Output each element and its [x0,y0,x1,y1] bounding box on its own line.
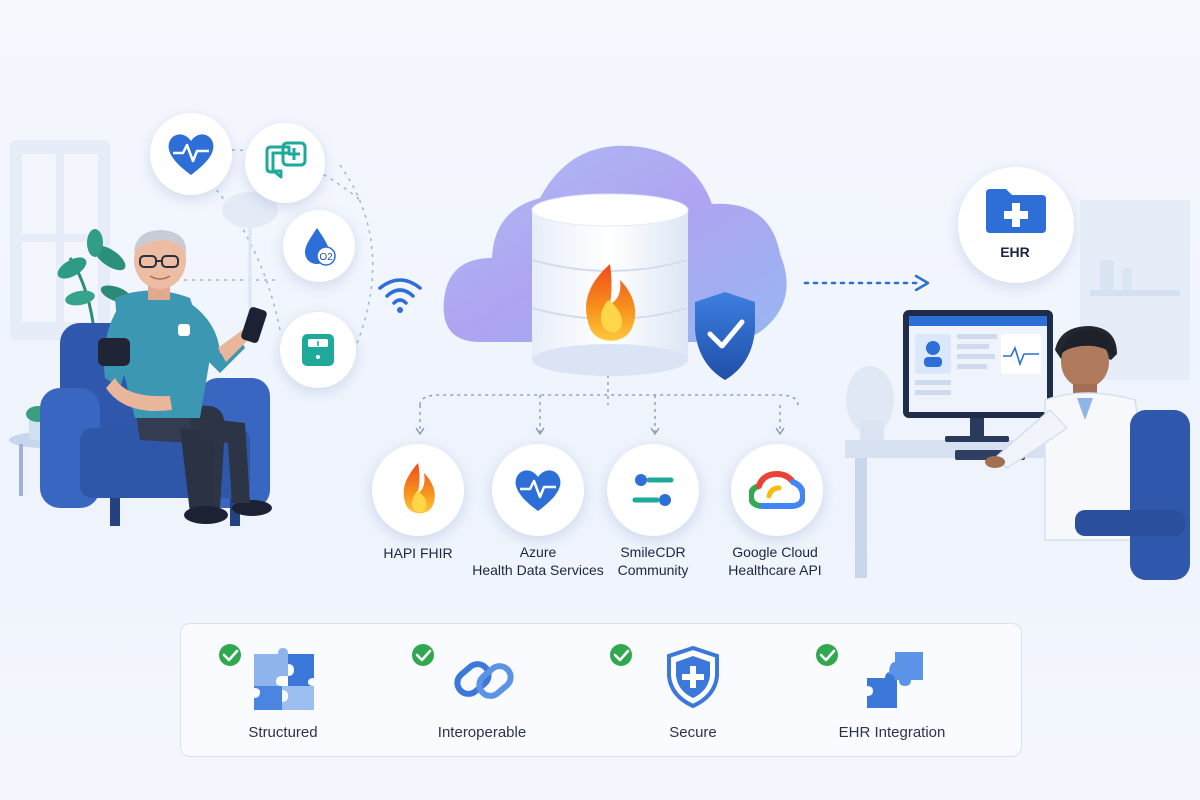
telehealth-chat-icon [245,123,325,203]
oxygen-saturation-icon: O2 [283,210,355,282]
heart-rate-icon [150,113,232,195]
puzzle-pieces-icon [254,648,314,710]
feature-label-secure: Secure [669,724,717,741]
google-cloud-healthcare-api-label: Google Cloud Healthcare API [690,543,860,579]
hapi-fhir-label: HAPI FHIR [333,544,503,562]
azure-label-line-1: Azure [519,544,557,560]
feature-label-structured: Structured [248,724,318,741]
doctor-workstation-illustration [845,310,1190,580]
patient-illustration [40,230,272,526]
smilecdr-label-line-1: SmileCDR [620,544,686,560]
azure-health-data-services-label: Azure Health Data Services [453,543,623,579]
google-label-line-2: Healthcare API [728,562,822,578]
hapi-fhir-label-line-1: HAPI FHIR [383,545,453,561]
wifi-icon [378,278,422,313]
oxygen-symbol-text: O2 [319,252,333,263]
ehr-label: EHR [1000,244,1030,260]
chain-link-icon [454,661,514,699]
smilecdr-label-line-2: Community [617,562,689,578]
home-room-background [10,140,278,340]
ehr-folder-icon [958,167,1074,283]
google-cloud-healthcare-api-logo-icon [731,444,823,536]
feature-label-interoperable: Interoperable [437,724,527,741]
cloud-fhir-server [443,145,787,380]
feature-label-ehr-integration: EHR Integration [838,724,946,741]
smilecdr-community-logo-icon [607,444,699,536]
smart-scale-icon [280,312,356,388]
azure-health-data-services-logo-icon [492,444,584,536]
google-label-line-1: Google Cloud [732,544,818,560]
connecting-puzzle-icon [867,652,923,708]
plant-illustration [57,229,132,339]
security-shield-icon [667,646,719,708]
smilecdr-community-label: SmileCDR Community [568,543,738,579]
azure-label-line-2: Health Data Services [472,562,604,578]
hapi-fhir-logo-icon [372,444,464,536]
